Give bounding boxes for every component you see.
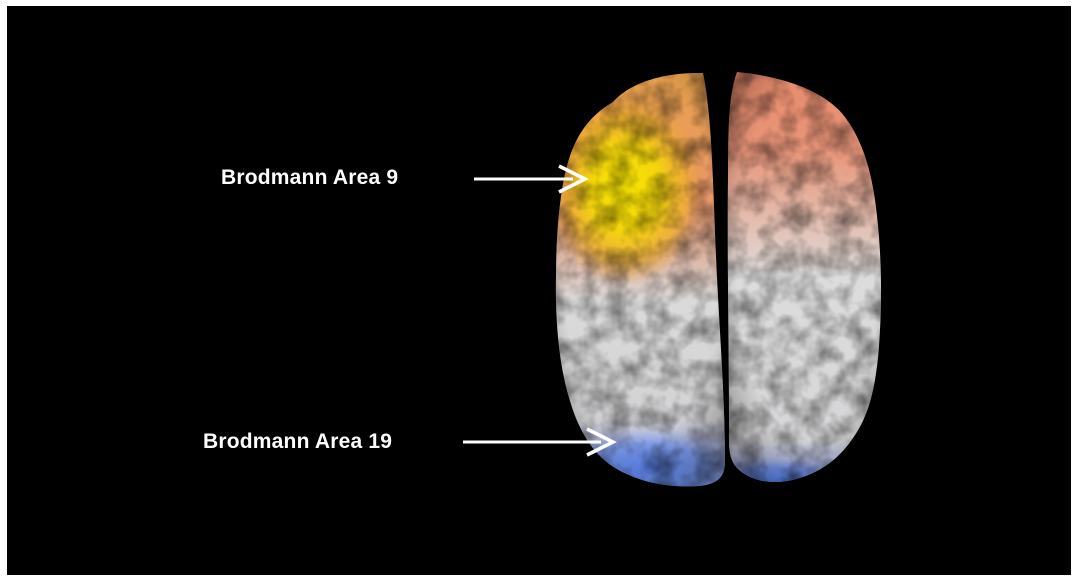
arrow-area-9 [474, 166, 585, 192]
brain-illustration [7, 6, 1071, 575]
label-brodmann-area-9: Brodmann Area 9 [221, 167, 398, 188]
figure-canvas: Brodmann Area 9 Brodmann Area 19 [7, 6, 1071, 575]
label-brodmann-area-19: Brodmann Area 19 [203, 431, 392, 452]
right-hemisphere [707, 66, 892, 498]
